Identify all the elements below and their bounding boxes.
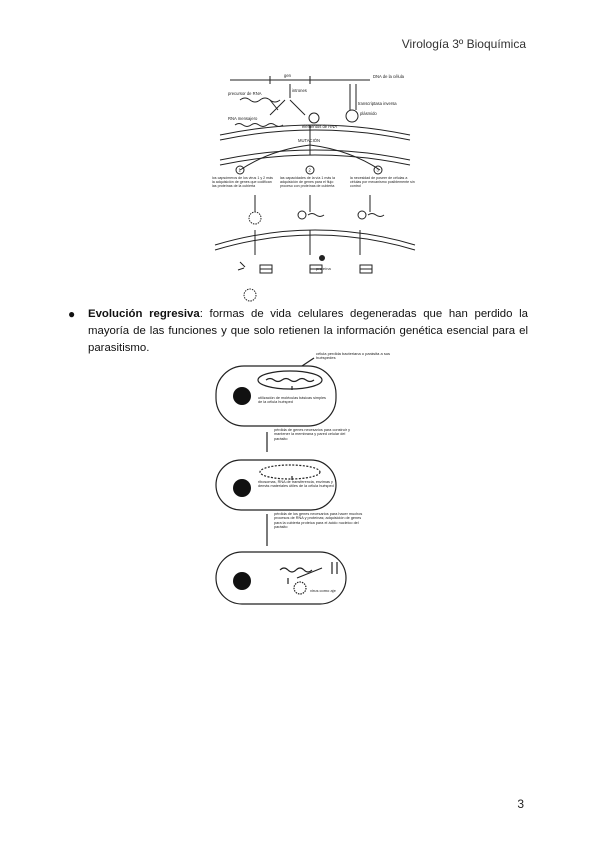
fig1-mrna-label: RNA mensajero — [228, 116, 258, 121]
bullet-term: Evolución regresiva — [88, 308, 200, 320]
fig1-plasmido-label: plásmido — [360, 111, 377, 116]
cell-2-nucleus — [233, 479, 251, 497]
cell-1-nucleus — [233, 387, 251, 405]
fig2-ribosomas-label: ribosomas, RNA de transferencia, enzimas… — [258, 480, 336, 489]
fig1-proteina-label: proteína — [316, 266, 331, 271]
bullet-icon: ● — [68, 306, 75, 323]
fig2-utilizacion-label: utilización de moléculas básicas simples… — [258, 396, 330, 404]
fig1-transcriptasa-label: transcriptasa inversa — [358, 101, 397, 106]
cell-3-nucleus — [233, 572, 251, 590]
fig1-elementos-label: elementos de RNA — [302, 124, 337, 129]
figure-regressive-evolution-diagram: célula perdida bacteriana o parásita a s… — [212, 352, 404, 607]
fig1-text1: los capsómeros de los virus 1 y 2 más la… — [212, 176, 276, 188]
bullet-evolucion-regresiva: ● Evolución regresiva: formas de vida ce… — [88, 306, 528, 357]
fig1-num3: 3 — [377, 168, 380, 173]
page-header: Virología 3º Bioquímica — [402, 37, 526, 51]
fig1-text2: las capacidades de la vía 1 más la adqui… — [280, 176, 344, 188]
page-number: 3 — [517, 797, 524, 811]
fig1-gen-label: gen — [284, 73, 292, 78]
fig1-num2: 2 — [309, 168, 312, 173]
plasmid-circle — [346, 110, 358, 122]
fig1-intrones-label: intrones — [292, 88, 307, 93]
fig2-virus-label: virus como aje — [310, 588, 337, 593]
fig1-mutacion-label: MUTACIÓN — [298, 138, 320, 143]
figure-virus-origin-diagram: gen DNA de la célula precursor de RNA in… — [210, 70, 420, 305]
fig2-perdida2-label: pérdida de los genes necesarios para hac… — [274, 512, 366, 530]
fig1-num1: 1 — [239, 168, 242, 173]
fig1-dna-label: DNA de la célula — [373, 74, 405, 79]
fig1-precursor-label: precursor de RNA — [228, 91, 262, 96]
rna-element-circle — [309, 113, 319, 123]
fig1-text3: la necesidad de poseer de células a célu… — [350, 176, 416, 188]
fig2-perdida-label: pérdida de genes necesarios para constru… — [274, 428, 358, 441]
fig2-celula-label: célula perdida bacteriana o parásita a s… — [316, 352, 404, 361]
